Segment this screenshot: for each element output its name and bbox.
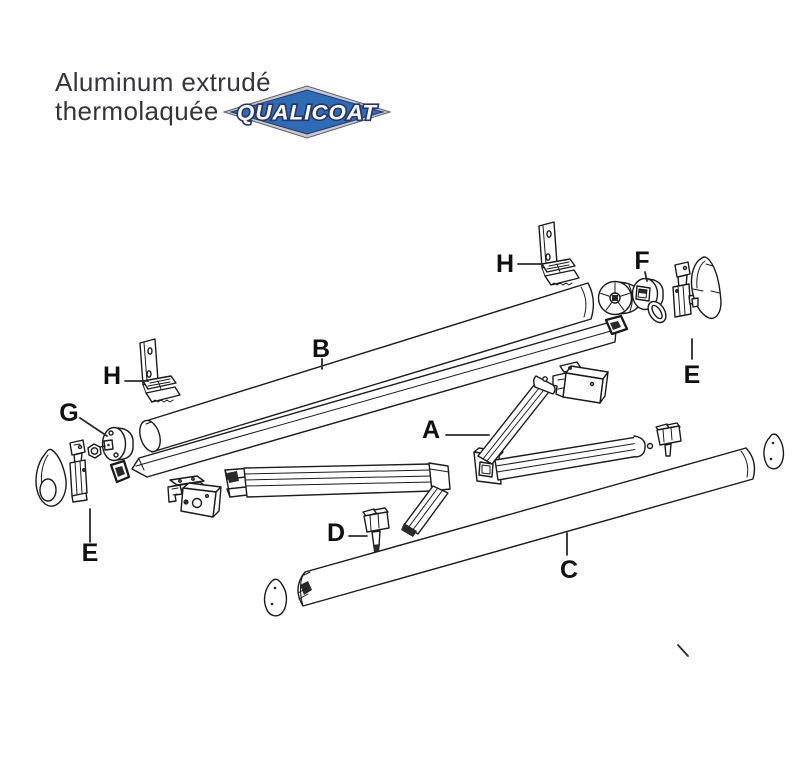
oval-cover (690, 256, 722, 320)
end-cap-g (87, 426, 134, 462)
label-e-right: E (684, 361, 701, 389)
folding-arm-a (473, 361, 654, 485)
end-plate-left (263, 578, 288, 617)
leader-lines (79, 263, 693, 657)
stray-mark (677, 644, 689, 657)
roller-tube-b (139, 282, 595, 453)
label-f: F (634, 247, 649, 275)
label-b: B (312, 335, 330, 363)
end-cover-e-right (672, 256, 722, 320)
leader-f (644, 271, 648, 282)
qualicoat-logo: QUALICOAT (222, 85, 392, 139)
label-c: C (560, 556, 578, 584)
knob-d (362, 507, 390, 552)
square-bar (109, 314, 629, 484)
leader-g (79, 417, 108, 437)
end-plate-right (763, 433, 785, 470)
logo-diamond-icon (229, 89, 385, 135)
clamp-bracket (674, 261, 691, 278)
knob-right (655, 422, 682, 457)
label-h-right: H (496, 250, 514, 278)
clamp-bracket (69, 439, 86, 456)
end-cover-e-left (35, 439, 88, 507)
label-e-left: E (82, 539, 99, 567)
header-line-1: Aluminum extrudé (55, 67, 271, 97)
header-line-2: thermolaquée (55, 96, 219, 126)
label-h-left: H (103, 362, 121, 390)
header-title: Aluminum extrudé thermolaquée (55, 68, 271, 126)
label-a: A (422, 416, 440, 444)
wall-bracket-h-left (139, 338, 181, 403)
label-g: G (59, 399, 78, 427)
crank-eye-f (631, 277, 667, 324)
arm-assembly-left (167, 462, 451, 537)
wall-bracket-h-right (538, 221, 580, 286)
front-bar-c (297, 447, 756, 607)
part-labels: A B C D E E F G H H (59, 247, 700, 584)
label-d: D (327, 519, 345, 547)
logo-text: QUALICOAT (237, 102, 378, 125)
arm-mount-bracket (552, 361, 609, 404)
